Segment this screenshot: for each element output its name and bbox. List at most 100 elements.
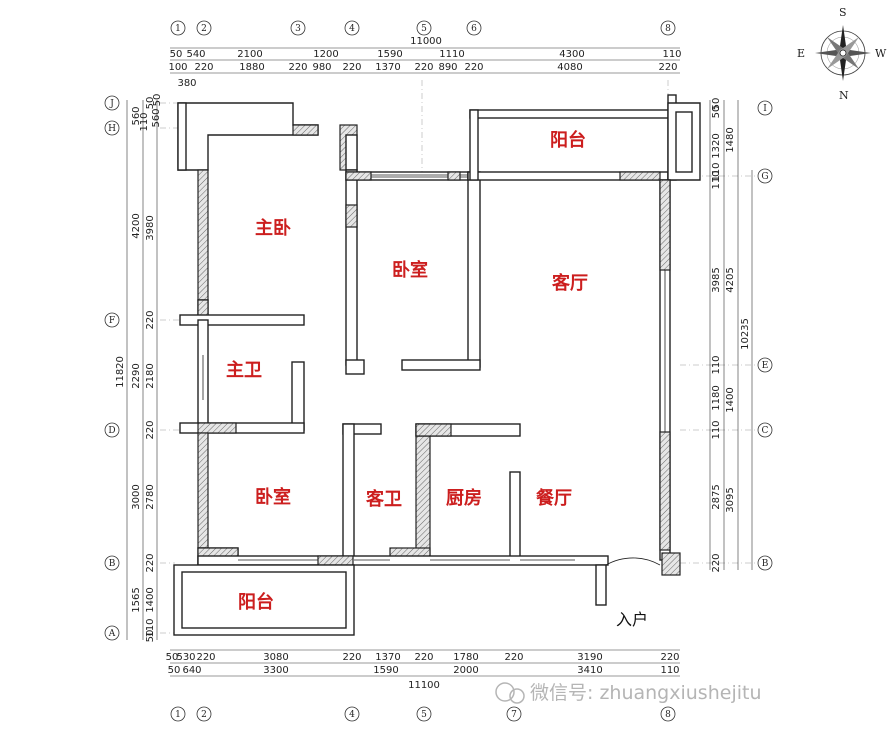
dim-bottom-row2: 110	[660, 665, 679, 676]
dim-bottom-row1: 220	[342, 652, 361, 663]
dim-left-outer: 2290	[131, 363, 142, 388]
room-labels: 主卧 卧室 客厅 主卫 卧室 客卫 厨房 餐厅 阳台 阳台 入户	[226, 129, 648, 629]
axis-top-2-circle	[196, 20, 212, 36]
room-bedroom-center: 卧室	[392, 259, 428, 281]
dim-right-inner: 2875	[711, 484, 722, 509]
dim-bottom-row1: 220	[196, 652, 215, 663]
compass-north: N	[839, 89, 849, 102]
room-living-room: 客厅	[552, 272, 588, 294]
axis-bottom-8-circle	[660, 706, 676, 722]
dim-top-row1: 1110	[439, 49, 464, 60]
dim-left-inner: 220	[145, 310, 156, 329]
dim-left-outer: 560	[131, 106, 142, 125]
dim-left-inner: 220	[145, 420, 156, 439]
compass-west: W	[875, 47, 887, 60]
dim-bottom-row1: 220	[504, 652, 523, 663]
dim-right-inner: 220	[711, 553, 722, 572]
dim-left-inner: 50	[152, 94, 163, 107]
dim-right-inner: 1180	[711, 385, 722, 410]
dim-right-outer: 3095	[725, 487, 736, 512]
dim-top-row2: 220	[194, 62, 213, 73]
room-balcony-bottom: 阳台	[238, 591, 274, 613]
room-master-bath: 主卫	[226, 359, 262, 381]
dim-top-row3: 380	[177, 78, 196, 89]
dimension-lines	[126, 47, 753, 677]
entrance-label: 入户	[616, 610, 648, 629]
axis-right-C-circle	[757, 422, 773, 438]
dim-left-inner: 1400	[145, 587, 156, 612]
axis-left-D-circle	[104, 422, 120, 438]
dim-top-row1: 1200	[313, 49, 338, 60]
dim-bottom-row2: 3410	[577, 665, 602, 676]
dim-left-total: 11820	[115, 356, 126, 388]
axis-bottom-2: 2	[201, 710, 207, 720]
dim-top-row2: 1880	[239, 62, 264, 73]
dim-right-inner: 3985	[711, 267, 722, 292]
axis-right-G-circle	[757, 168, 773, 184]
axis-left-F-circle	[104, 312, 120, 328]
compass: S N E W	[797, 6, 887, 102]
axis-left-A-circle	[104, 625, 120, 641]
room-balcony-top: 阳台	[550, 129, 586, 151]
dim-left-inner: 3980	[145, 215, 156, 240]
dim-top-row2: 220	[658, 62, 677, 73]
dim-top-row1: 2100	[237, 49, 262, 60]
dim-left-inner: 110	[145, 618, 156, 637]
axis-left-D: D	[108, 426, 115, 436]
axis-top-4: 4	[349, 24, 355, 34]
dim-right-inner: 1320	[711, 133, 722, 158]
axis-top-3-circle	[290, 20, 306, 36]
dim-top-row2: 4080	[557, 62, 582, 73]
axis-bottom-2-circle	[196, 706, 212, 722]
axis-right-E: E	[762, 361, 769, 371]
axis-bottom-4-circle	[344, 706, 360, 722]
room-bedroom-lower: 卧室	[255, 486, 291, 508]
dim-left-outer: 3000	[131, 484, 142, 509]
dim-right-inner: 110	[711, 355, 722, 374]
dim-right-outer: 4205	[725, 267, 736, 292]
dim-bottom-row2: 2000	[453, 665, 478, 676]
dim-bottom-row1: 220	[660, 652, 679, 663]
dim-bottom-total: 11100	[408, 680, 440, 691]
dim-left-outer: 1565	[131, 587, 142, 612]
dim-right-inner: 110	[711, 162, 722, 181]
dim-top-row2: 220	[288, 62, 307, 73]
compass-south: S	[839, 6, 847, 19]
dim-right-inner: 110	[711, 420, 722, 439]
dim-left-inner: 50	[145, 97, 156, 110]
axis-top-2: 2	[201, 24, 207, 34]
dim-bottom-row1: 50	[166, 652, 179, 663]
dim-bottom-row2: 50	[168, 665, 181, 676]
axis-left-A: A	[108, 629, 116, 639]
axis-right-I-circle	[757, 100, 773, 116]
dim-bottom-row1: 3190	[577, 652, 602, 663]
dim-bottom-row1: 1780	[453, 652, 478, 663]
axis-bottom-8: 8	[665, 710, 671, 720]
axis-top-1-circle	[170, 20, 186, 36]
axis-top-8: 8	[665, 24, 671, 34]
axis-left-B: B	[109, 559, 116, 569]
dim-top-row1: 4300	[559, 49, 584, 60]
room-kitchen: 厨房	[446, 487, 482, 509]
axis-right-I: I	[763, 104, 767, 114]
axis-bottom-1: 1	[175, 710, 181, 720]
dim-bottom-row1: 1370	[375, 652, 400, 663]
dim-right-inner: 110	[711, 170, 722, 189]
walls	[173, 94, 701, 636]
dim-top-row1: 50	[170, 49, 183, 60]
room-master-bedroom: 主卧	[255, 217, 291, 239]
axis-left-B-circle	[104, 555, 120, 571]
axis-left-H: H	[108, 124, 116, 134]
dim-right-inner: 50	[711, 98, 722, 111]
axis-top-1: 1	[175, 24, 181, 34]
dim-top-row2: 1370	[375, 62, 400, 73]
dim-left-inner: 2180	[145, 363, 156, 388]
dim-right-inner: 50	[711, 106, 722, 119]
axis-bottom-5-circle	[416, 706, 432, 722]
dim-bottom-row1: 3080	[263, 652, 288, 663]
axis-bottom-7-circle	[506, 706, 522, 722]
axis-left-J: J	[109, 99, 114, 109]
